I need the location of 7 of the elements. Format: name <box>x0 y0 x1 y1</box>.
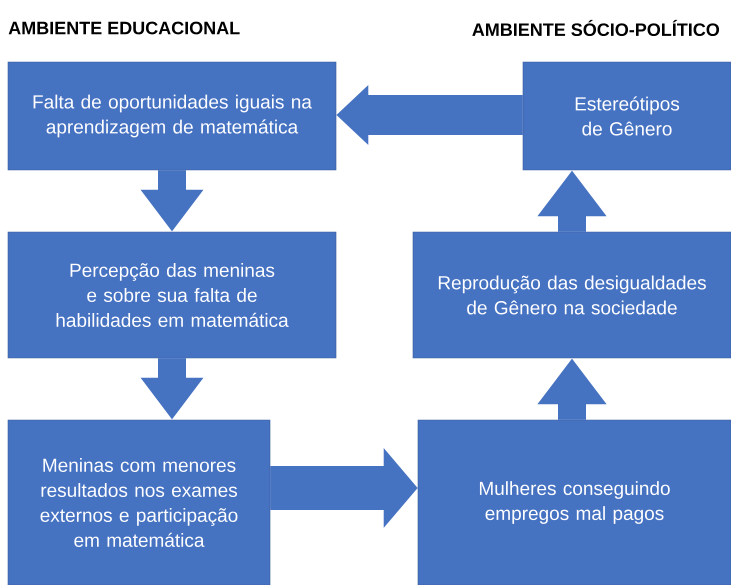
process-box: Mulheres conseguindo empregos mal pagos <box>418 420 731 585</box>
process-box: Estereótipos de Gênero <box>522 62 731 170</box>
section-heading: AMBIENTE EDUCACIONAL <box>8 22 240 34</box>
process-box: Percepção das meninas e sobre sua falta de habilidades em matemática <box>8 232 336 358</box>
section-heading: AMBIENTE SÓCIO-POLÍTICO <box>472 20 720 36</box>
process-box: Reprodução das desigualdades de Gênero na sociedade <box>412 232 731 358</box>
process-box: Meninas com menores resultados nos exames externos e participação em matemática <box>8 420 270 585</box>
